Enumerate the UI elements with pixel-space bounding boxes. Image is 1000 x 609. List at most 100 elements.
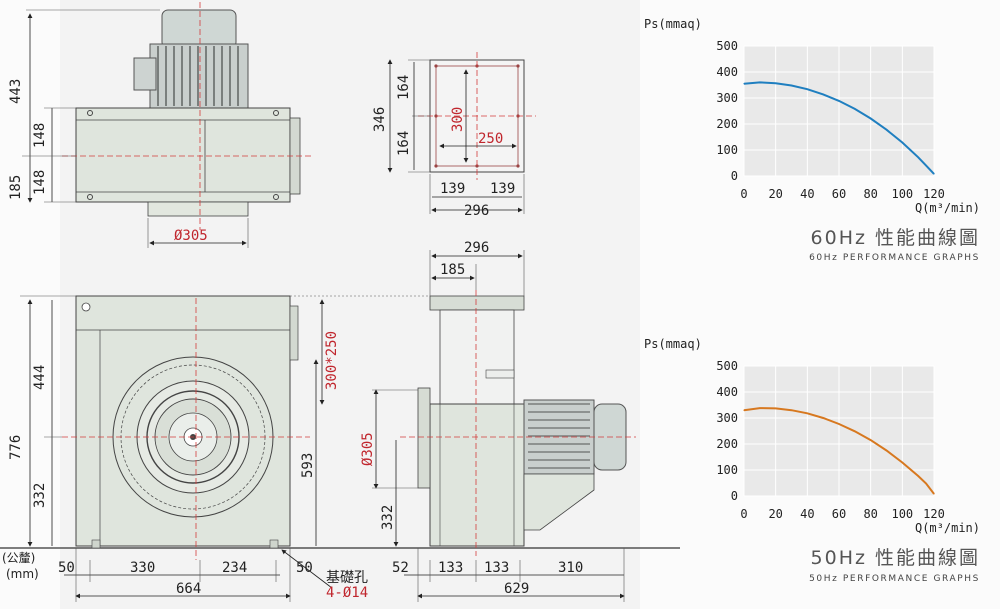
series-line xyxy=(743,407,935,495)
dim-side-300: 300 xyxy=(450,107,466,132)
x-tick-label: 40 xyxy=(800,187,814,201)
data-point xyxy=(790,84,793,87)
y-tick-label: 100 xyxy=(716,463,738,477)
y-tick-label: 200 xyxy=(716,437,738,451)
units-label-1: (公釐) xyxy=(2,550,35,565)
dim-front-332: 332 xyxy=(32,483,48,508)
x-tick-label: 0 xyxy=(740,507,747,521)
chart-60hz: 0 100 200 300 400 500 0 20 40 60 80 100 120 Ps(mmaq) Q… xyxy=(644,17,980,263)
data-point xyxy=(775,407,777,409)
y-tick-label: 0 xyxy=(731,489,738,503)
side-view-dimensions xyxy=(372,250,625,602)
data-point xyxy=(885,449,888,452)
front-view-dimensions xyxy=(20,295,333,602)
y-tick-label: 400 xyxy=(716,65,738,79)
dim-right-296: 296 xyxy=(464,240,489,256)
data-point xyxy=(925,165,927,167)
x-tick-label: 40 xyxy=(800,507,814,521)
dim-front-776: 776 xyxy=(8,435,24,460)
x-tick-label: 20 xyxy=(768,187,782,201)
dim-front-50b: 50 xyxy=(296,560,313,576)
x-tick-label: 100 xyxy=(891,507,913,521)
x-tick-label: 60 xyxy=(832,187,846,201)
dim-right-310: 310 xyxy=(558,560,583,576)
dim-front-234: 234 xyxy=(222,560,247,576)
data-point xyxy=(759,81,761,83)
top-view xyxy=(62,2,312,230)
data-point xyxy=(870,439,872,441)
data-point xyxy=(822,93,824,95)
dim-side-139a: 139 xyxy=(440,181,465,197)
y-tick-label: 500 xyxy=(716,39,738,53)
x-tick-label: 80 xyxy=(863,187,877,201)
data-point xyxy=(743,409,745,411)
data-point xyxy=(885,129,888,131)
dim-side-164b: 164 xyxy=(396,131,412,156)
dim-top-d305: Ø305 xyxy=(174,228,208,244)
series-line xyxy=(743,81,935,175)
y-tick-label: 0 xyxy=(731,169,738,183)
dim-front-664: 664 xyxy=(176,581,201,597)
foundation-spec: 4-Ø14 xyxy=(326,585,368,601)
x-tick-label: 60 xyxy=(832,507,846,521)
data-point xyxy=(838,423,840,425)
data-point xyxy=(759,407,761,409)
data-point xyxy=(870,117,872,120)
dim-right-52: 52 xyxy=(392,560,409,576)
dim-right-d305: Ø305 xyxy=(360,432,376,466)
dim-front-330: 330 xyxy=(130,560,155,576)
data-point xyxy=(917,156,919,158)
x-tick-label: 100 xyxy=(891,187,913,201)
x-axis-label: Q(m³/min) xyxy=(915,201,980,215)
dim-front-outlet: 300*250 xyxy=(324,331,340,390)
data-point xyxy=(838,100,840,102)
data-point xyxy=(822,417,824,419)
dim-top-443: 443 xyxy=(8,79,24,104)
dim-front-593: 593 xyxy=(300,453,316,478)
data-point xyxy=(901,141,903,144)
data-point xyxy=(854,430,856,432)
y-tick-label: 100 xyxy=(716,143,738,157)
dim-side-346: 346 xyxy=(372,107,388,132)
x-tick-label: 120 xyxy=(923,507,945,521)
data-point xyxy=(743,83,745,85)
dim-side-250: 250 xyxy=(478,131,503,147)
y-tick-label: 300 xyxy=(716,91,738,105)
foundation-label: 基礎孔 xyxy=(326,569,368,586)
data-point xyxy=(933,173,935,175)
y-tick-label: 300 xyxy=(716,411,738,425)
dim-side-139b: 139 xyxy=(490,181,515,197)
dim-front-50a: 50 xyxy=(58,560,75,576)
y-axis-label: Ps(mmaq) xyxy=(644,337,702,351)
y-tick-label: 200 xyxy=(716,117,738,131)
data-point xyxy=(806,412,808,414)
data-point xyxy=(917,475,919,477)
y-axis-label: Ps(mmaq) xyxy=(644,17,702,31)
data-point xyxy=(806,88,808,90)
x-tick-label: 120 xyxy=(923,187,945,201)
data-point xyxy=(933,493,935,495)
dim-side-164a: 164 xyxy=(396,75,412,100)
front-view xyxy=(0,295,680,560)
data-point xyxy=(925,482,927,485)
dim-top-148b: 148 xyxy=(32,170,48,195)
units-label-2: (mm) xyxy=(6,567,39,581)
dim-top-148a: 148 xyxy=(32,123,48,148)
chart-title: 50Hz 性能曲線圖 xyxy=(811,547,980,569)
dim-right-332: 332 xyxy=(380,505,396,530)
top-view-dimensions xyxy=(22,9,249,248)
dim-right-133a: 133 xyxy=(438,560,463,576)
x-tick-label: 80 xyxy=(863,507,877,521)
side-view xyxy=(400,290,636,556)
data-point xyxy=(790,409,793,411)
data-point xyxy=(854,108,856,110)
chart-title: 60Hz 性能曲線圖 xyxy=(811,227,980,249)
outlet-view xyxy=(387,52,536,214)
dim-right-133b: 133 xyxy=(484,560,509,576)
y-tick-label: 500 xyxy=(716,359,738,373)
x-axis-label: Q(m³/min) xyxy=(915,521,980,535)
dim-right-185: 185 xyxy=(440,262,465,278)
x-tick-label: 20 xyxy=(768,507,782,521)
x-tick-label: 0 xyxy=(740,187,747,201)
